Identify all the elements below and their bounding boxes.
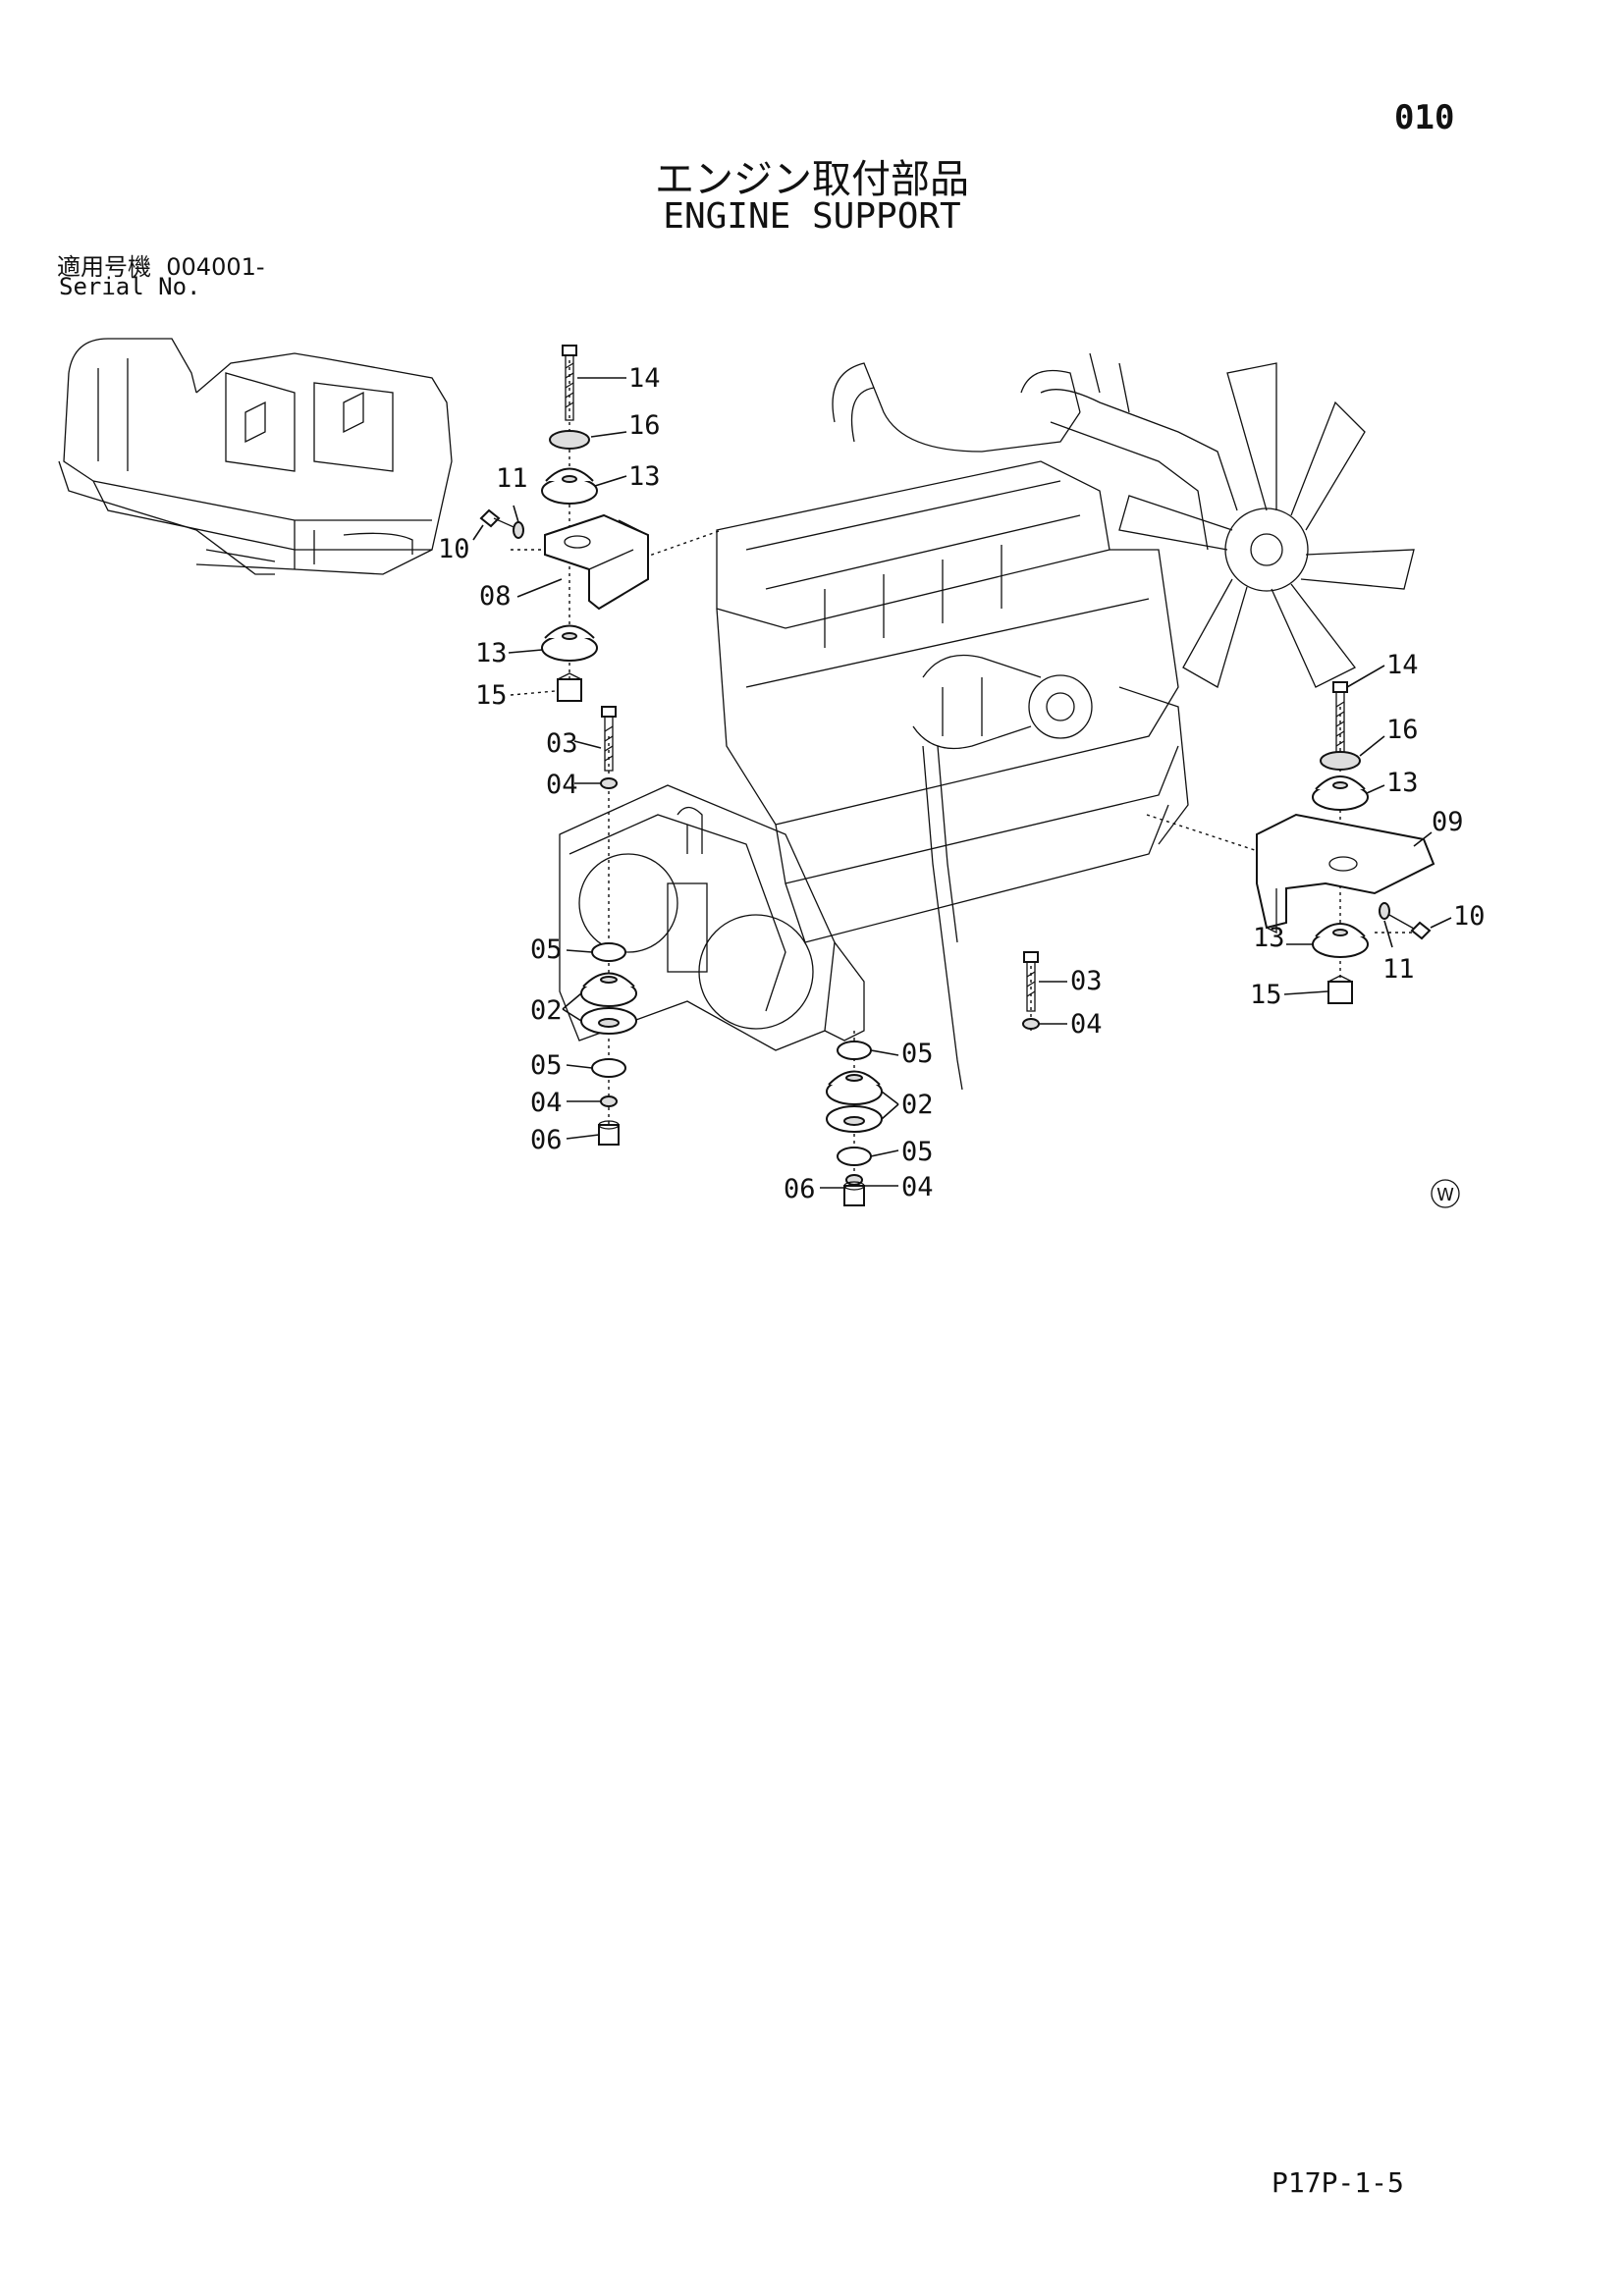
callout-15-right: 15 [1250,980,1282,1010]
callout-16-right: 16 [1386,715,1419,745]
callout-06-left: 06 [530,1125,563,1155]
callout-16-left: 16 [628,410,661,441]
serial-label-jp: 適用号機 [57,253,151,281]
callout-04-center-bottom: 04 [901,1172,934,1202]
callout-08: 08 [479,581,512,612]
callout-11-left: 11 [496,463,528,494]
page-title-english: ENGINE SUPPORT [663,196,961,237]
callout-05-left-top: 05 [530,934,563,965]
circled-w-mark: W [1431,1179,1460,1208]
callout-14-right: 14 [1386,650,1419,680]
callout-02-center: 02 [901,1090,934,1120]
left-rear-mount-parts [479,345,649,702]
callout-labels: 14 16 11 13 10 08 13 15 03 04 05 02 05 0… [438,363,1486,1204]
callout-10-left: 10 [438,534,470,564]
callout-13-right-top: 13 [1386,768,1419,798]
serial-number-label-japanese: 適用号機 004001- [57,247,265,282]
callout-03-left: 03 [546,728,578,759]
callout-13-left-top: 13 [628,461,661,492]
callout-15-left: 15 [475,680,508,711]
callout-02-left: 02 [530,995,563,1026]
callout-09: 09 [1432,807,1464,837]
callout-04-center: 04 [1070,1009,1103,1040]
callout-13-right-bottom: 13 [1253,923,1285,953]
engine-illustration [559,352,1415,1091]
callout-05-center-bottom: 05 [901,1137,934,1167]
callout-05-center-top: 05 [901,1039,934,1069]
page-number: 010 [1394,98,1455,137]
left-front-mount-parts [580,706,637,1146]
page-title-japanese: エンジン取付部品 [655,157,969,202]
w-mark-letter: W [1436,1185,1454,1205]
callout-13-left-bottom: 13 [475,638,508,668]
callout-03-center: 03 [1070,966,1103,996]
callout-04-left-bottom: 04 [530,1088,563,1118]
callout-06-center: 06 [784,1174,816,1204]
serial-number-label-english: Serial No. [59,273,201,300]
right-mount-parts [1256,681,1435,1004]
callout-10-right: 10 [1453,901,1486,932]
center-front-mount-parts [826,951,1040,1206]
callout-14-left: 14 [628,363,661,394]
excavator-overview-illustration [58,338,453,575]
callout-11-right: 11 [1382,954,1415,985]
page-code: P17P-1-5 [1272,2166,1404,2199]
callout-05-left-bottom: 05 [530,1050,563,1081]
serial-value: 004001- [166,253,265,281]
callout-04-left-top: 04 [546,770,578,800]
callout-leaders [472,377,1452,1189]
